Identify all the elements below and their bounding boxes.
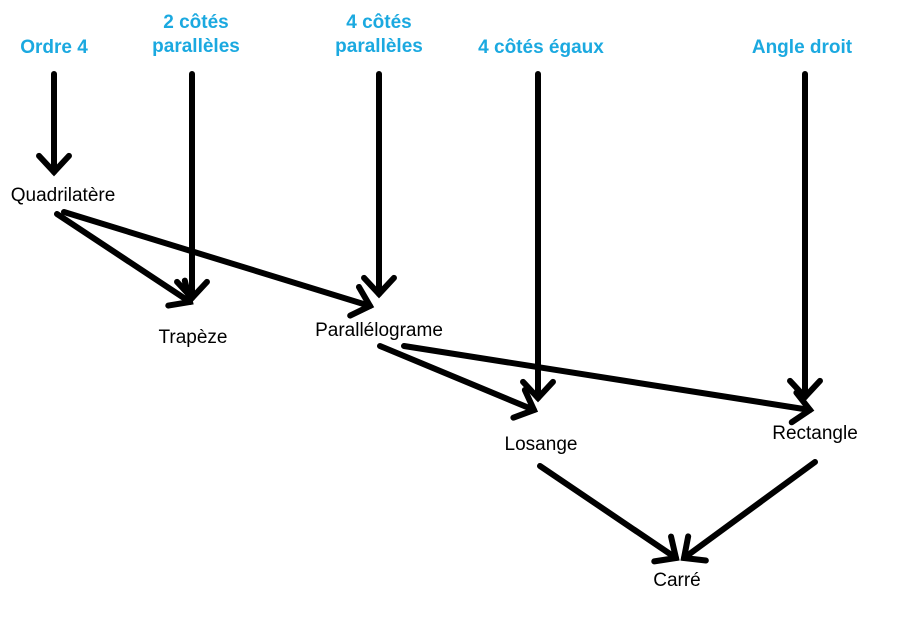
- shape-label-losange: Losange: [504, 434, 578, 455]
- shape-label-carre: Carré: [653, 570, 701, 591]
- arrow-head: [520, 378, 556, 403]
- arrow-egaux-to-losange: [520, 71, 556, 403]
- arrow-shaft: [377, 343, 537, 413]
- shape-label-trapeze: Trapèze: [158, 327, 228, 348]
- arrow-head: [680, 533, 709, 564]
- property-line: parallèles: [335, 36, 423, 57]
- arrows-layer: [36, 71, 823, 565]
- arrow-shaft: [54, 211, 193, 305]
- property-line: 4 côtés: [346, 12, 412, 33]
- arrow-head: [165, 277, 194, 309]
- arrow-shaft: [537, 463, 679, 561]
- arrow-shaft: [401, 343, 813, 413]
- property-line: 4 côtés égaux: [478, 37, 604, 58]
- arrow-rectangle-to-carre: [680, 459, 818, 564]
- arrow-head: [651, 533, 680, 565]
- arrow-shaft: [61, 209, 373, 309]
- property-label-ordre-4: Ordre 4: [20, 36, 88, 60]
- shape-label-quadrilatere: Quadrilatère: [10, 185, 116, 206]
- property-label-angle-droit: Angle droit: [752, 36, 852, 60]
- arrow-cotes4-to-parallelogramme: [361, 71, 397, 299]
- arrow-head: [788, 389, 815, 426]
- property-line: parallèles: [152, 36, 240, 57]
- shape-label-parallelogramme: Parallélograme: [315, 320, 443, 341]
- property-label-4-cotes-egaux: 4 côtés égaux: [478, 36, 604, 60]
- property-label-4-cotes-paralleles: 4 côtés parallèles: [335, 11, 423, 59]
- arrow-head: [787, 377, 823, 402]
- property-label-2-cotes-paralleles: 2 côtés parallèles: [152, 11, 240, 59]
- arrow-head: [347, 283, 375, 319]
- arrow-shaft: [681, 459, 818, 561]
- shape-label-rectangle: Rectangle: [772, 423, 858, 444]
- property-line: Ordre 4: [20, 37, 88, 58]
- arrow-losange-to-carre: [537, 463, 680, 565]
- arrow-cotes2-to-trapeze: [174, 71, 210, 303]
- arrow-head: [36, 152, 72, 177]
- arrow-head: [510, 386, 539, 421]
- arrow-parallelogramme-to-losange: [377, 343, 539, 421]
- property-line: Angle droit: [751, 37, 853, 58]
- arrow-quadrilatere-to-parallelogramme: [61, 209, 375, 319]
- arrow-parallelogramme-to-rectangle: [401, 343, 815, 426]
- arrow-angle-to-rectangle: [787, 71, 823, 402]
- arrow-ordre4-to-quadrilatere: [36, 71, 72, 177]
- property-line: 2 côtés: [163, 12, 229, 33]
- arrow-head: [361, 274, 397, 299]
- arrow-quadrilatere-to-trapeze: [54, 211, 194, 309]
